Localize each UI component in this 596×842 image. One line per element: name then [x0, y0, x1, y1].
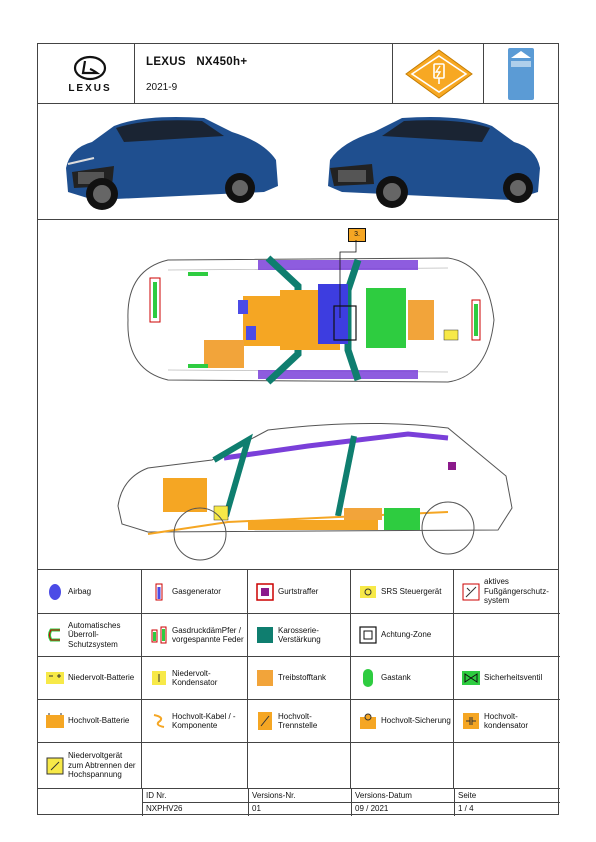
high-voltage-capacitor-icon: [463, 713, 479, 729]
legend-cell: aktives Fußgängerschutz-system: [454, 570, 560, 614]
legend-cell: Achtung-Zone: [351, 614, 454, 657]
legend-cell: Airbag: [38, 570, 142, 614]
low-voltage-capacitor-icon: [152, 671, 166, 685]
high-voltage-plug-icon: [404, 48, 474, 100]
legend-cell: Hochvolt-Trennstelle: [248, 700, 351, 743]
footer-table: ID Nr. Versions-Nr. Versions-Datum Seite…: [38, 789, 560, 816]
legend-label: Gasgenerator: [172, 586, 221, 596]
legend-cell: Sicherheitsventil: [454, 657, 560, 700]
legend-cell: Gasgenerator: [142, 570, 248, 614]
legend-cell: Hochvolt-Kabel / -Komponente: [142, 700, 248, 743]
rollover-protection-icon: [48, 628, 60, 642]
diagram-row: 3.: [38, 220, 558, 570]
legend-label: Hochvolt-kondensator: [484, 711, 529, 731]
legend-label: Karosserie-Verstärkung: [278, 625, 321, 645]
photos-row: [38, 104, 558, 220]
airbag-icon: [49, 583, 61, 600]
fuel-tank-legend-icon: [257, 670, 273, 686]
safety-valve-icon: [462, 671, 480, 685]
callout-label: 3.: [348, 228, 366, 242]
body-reinforcement-icon: [257, 627, 273, 643]
legend-label: GasdruckdämPfer / vorgespannte Feder: [172, 625, 244, 645]
legend-label: Niedervolt-Kondensator: [172, 668, 218, 688]
legend-cell: SRS Steuergerät: [351, 570, 454, 614]
legend-cell: Hochvolt-Sicherung: [351, 700, 454, 743]
high-voltage-battery-icon: [46, 713, 64, 728]
legend-cell: Hochvolt-kondensator: [454, 700, 560, 743]
header-row: LEXUS LEXUS NX450h+ 2021-9: [38, 44, 558, 104]
legend-cell: [351, 743, 454, 789]
low-voltage-battery-icon: [46, 672, 64, 684]
legend-label: [484, 614, 558, 656]
legend-label: Treibstofftank: [278, 673, 327, 683]
rescue-sheet: LEXUS LEXUS NX450h+ 2021-9: [37, 43, 560, 816]
legend-cell: [142, 743, 248, 789]
pedestrian-protection-icon: [462, 583, 480, 600]
legend-label: Niedervolt-Batterie: [68, 673, 135, 683]
legend-cell: Niedervolt-Batterie: [38, 657, 142, 700]
legend-label: Automatisches Überroll-Schutzsystem: [68, 620, 121, 649]
legend-label: Hochvolt-Kabel / -Komponente: [172, 711, 236, 731]
legend-cell: Karosserie-Verstärkung: [248, 614, 351, 657]
legend-label: Gurtstraffer: [278, 586, 319, 596]
legend-label: Hochvolt-Sicherung: [381, 716, 451, 726]
footer-date-value: 09 / 2021: [355, 804, 389, 813]
legend-cell: GasdruckdämPfer / vorgespannte Feder: [142, 614, 248, 657]
legend-label: SRS Steuergerät: [381, 586, 442, 596]
high-voltage-cable-icon: [153, 714, 165, 728]
vehicle-photo-front-right: [328, 117, 540, 208]
vehicle-date: 2021-9: [146, 82, 178, 93]
low-voltage-cutoff-device-icon: [46, 757, 64, 774]
caution-zone-icon: [359, 626, 377, 644]
legend-label: Niedervoltgerät zum Abtrennen der Hochsp…: [68, 751, 136, 780]
legend-cell: Treibstofftank: [248, 657, 351, 700]
footer-header-page: Seite: [458, 791, 477, 800]
legend-grid: Airbag Gasgenerator Gurtstraffer SRS Steuer…: [38, 570, 560, 789]
legend-label: Airbag: [68, 586, 92, 596]
high-voltage-disconnect-icon: [258, 712, 272, 730]
legend-cell: Niedervoltgerät zum Abtrennen der Hochsp…: [38, 743, 142, 789]
legend-cell: Hochvolt-Batterie: [38, 700, 142, 743]
legend-label: Achtung-Zone: [381, 630, 432, 640]
vehicle-title: LEXUS NX450h+: [146, 56, 248, 68]
footer-header-date: Versions-Datum: [355, 791, 412, 800]
legend-label: aktives Fußgängerschutz-system: [484, 577, 549, 606]
vehicle-side-view: [117, 422, 513, 561]
legend-label: Hochvolt-Batterie: [68, 716, 130, 726]
legend-cell: [454, 614, 560, 657]
legend-cell: Automatisches Überroll-Schutzsystem: [38, 614, 142, 657]
lexus-wordmark: LEXUS: [68, 83, 112, 94]
fuel-tank-icon: [508, 48, 534, 100]
legend-label: Hochvolt-Trennstelle: [278, 711, 318, 731]
vehicle-top-view: [127, 255, 495, 385]
vehicle-photo-front-left: [66, 117, 278, 210]
fuel-tank-area: [204, 340, 244, 368]
legend-label: Gastank: [381, 673, 411, 683]
gas-strut-icon: [151, 626, 167, 644]
footer-id-value: NXPHV26: [146, 804, 183, 813]
legend-label: Sicherheitsventil: [484, 673, 543, 683]
high-voltage-fuse-icon: [360, 713, 376, 729]
gas-tank-icon: [363, 669, 373, 687]
seatbelt-tensioner-icon: [256, 582, 274, 601]
gas-generator-icon: [155, 583, 163, 600]
legend-cell: [248, 743, 351, 789]
srs-control-unit-icon: [360, 585, 376, 598]
footer-page-value: 1 / 4: [458, 804, 474, 813]
hood-reinforcement: [258, 260, 418, 270]
callout-leader: [339, 240, 357, 318]
hv-battery-underfloor: [248, 520, 378, 530]
legend-cell: Gurtstraffer: [248, 570, 351, 614]
footer-version-value: 01: [252, 804, 261, 813]
legend-cell: Gastank: [351, 657, 454, 700]
footer-header-id: ID Nr.: [146, 791, 167, 800]
footer-header-version: Versions-Nr.: [252, 791, 296, 800]
legend-cell: Niedervolt-Kondensator: [142, 657, 248, 700]
rear-reinforcement: [258, 370, 418, 379]
lexus-logo: LEXUS: [63, 53, 117, 97]
legend-cell: [454, 743, 560, 789]
